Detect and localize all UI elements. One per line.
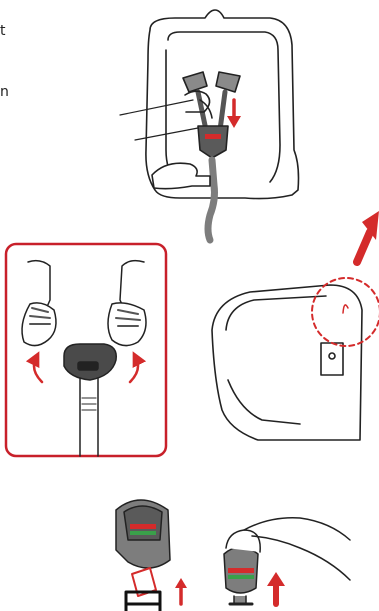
buckle-red-button bbox=[205, 134, 221, 139]
buckle-detail-sequence bbox=[116, 500, 350, 611]
seat-shell bbox=[212, 285, 362, 440]
up-arrow-shaft-icon bbox=[357, 232, 370, 262]
pull-tab-icon bbox=[343, 305, 348, 313]
strap-edges bbox=[80, 378, 98, 456]
buckle-left-green bbox=[130, 531, 156, 535]
up-arrow-right-head-icon bbox=[267, 572, 285, 586]
strap-stitching bbox=[82, 398, 96, 410]
buckle-slot bbox=[78, 362, 98, 370]
seat-side-hole bbox=[329, 353, 335, 359]
seat-front-view bbox=[120, 10, 299, 240]
rotate-arrow-left-icon bbox=[34, 358, 42, 382]
shoulder-pad-right bbox=[216, 72, 240, 92]
shoulder-pad-left bbox=[183, 72, 207, 92]
buckle-right-red bbox=[228, 568, 254, 573]
seat-shell-inner bbox=[226, 296, 326, 330]
harness-straps bbox=[198, 92, 225, 130]
crotch-strap bbox=[208, 160, 215, 240]
down-arrow-head-icon bbox=[227, 116, 241, 128]
right-hand bbox=[108, 303, 146, 346]
forearm-line-lower bbox=[252, 536, 350, 580]
hands-open-buckle-inset bbox=[6, 244, 166, 456]
harness-buckle bbox=[198, 126, 228, 158]
rotate-arrow-right-icon bbox=[130, 358, 138, 382]
seat-inner-line-left bbox=[166, 50, 176, 182]
small-up-arrow-head-icon bbox=[175, 578, 187, 588]
buckle-left-red bbox=[130, 524, 156, 529]
buckle-right-green bbox=[228, 575, 254, 579]
seat-base-curve bbox=[228, 380, 300, 424]
hand-bottom bbox=[152, 163, 210, 189]
pointer-line-1 bbox=[120, 100, 193, 115]
seat-side-view bbox=[212, 211, 379, 440]
